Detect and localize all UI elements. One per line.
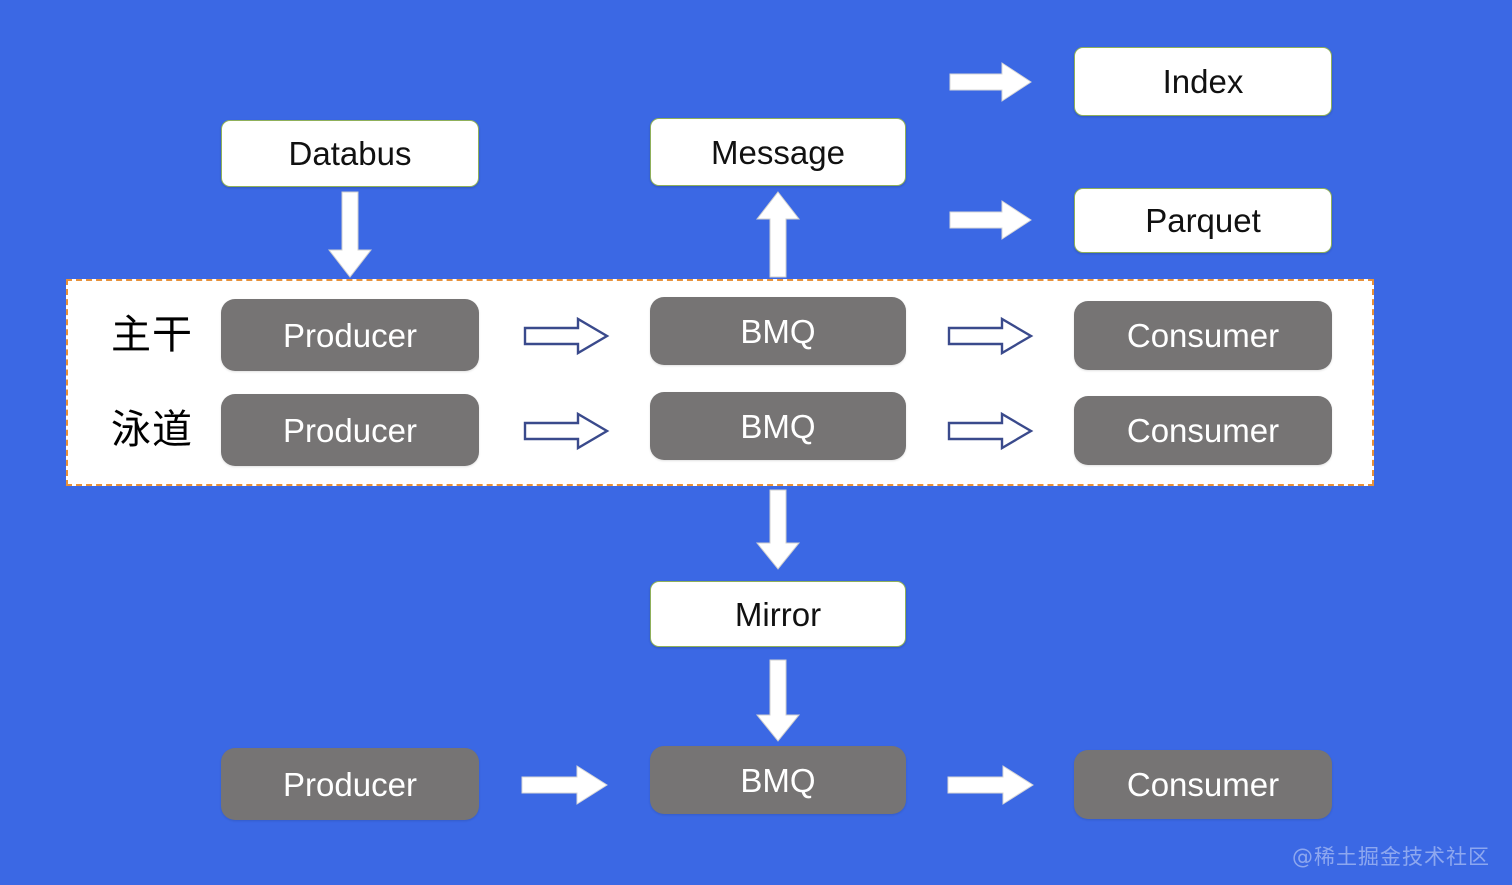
arrow-producer-to-bmq-bottom xyxy=(521,765,608,805)
node-producer-bottom-label: Producer xyxy=(283,765,417,803)
node-consumer-bottom[interactable]: Consumer xyxy=(1074,750,1332,819)
node-index-label: Index xyxy=(1162,63,1244,100)
node-bmq-bottom-label: BMQ xyxy=(740,761,816,799)
lane-label-swimlane-text: 泳道 xyxy=(111,407,193,453)
node-parquet[interactable]: Parquet xyxy=(1074,188,1332,253)
lane-label-trunk: 主干 xyxy=(110,313,194,357)
arrow-mirror-to-bmq-bottom xyxy=(755,659,801,742)
arrow-bmq-to-consumer-trunk xyxy=(947,316,1034,356)
watermark-text: @稀土掘金技术社区 xyxy=(1292,845,1490,869)
arrow-bmq-to-mirror xyxy=(755,489,801,570)
node-producer-lane[interactable]: Producer xyxy=(221,394,479,466)
node-consumer-lane-label: Consumer xyxy=(1126,412,1280,449)
node-producer-trunk[interactable]: Producer xyxy=(221,299,479,371)
arrow-message-to-index xyxy=(949,62,1032,102)
node-bmq-lane[interactable]: BMQ xyxy=(650,392,906,460)
node-bmq-lane-label: BMQ xyxy=(740,407,816,445)
node-consumer-trunk[interactable]: Consumer xyxy=(1074,301,1332,370)
node-index[interactable]: Index xyxy=(1074,47,1332,116)
node-parquet-label: Parquet xyxy=(1145,202,1261,239)
node-producer-lane-label: Producer xyxy=(283,411,417,449)
node-databus[interactable]: Databus xyxy=(221,120,479,187)
node-producer-trunk-label: Producer xyxy=(283,316,417,354)
node-consumer-lane[interactable]: Consumer xyxy=(1074,396,1332,465)
arrow-producer-to-bmq-trunk xyxy=(523,316,610,356)
node-mirror[interactable]: Mirror xyxy=(650,581,906,647)
node-bmq-trunk-label: BMQ xyxy=(740,312,816,350)
arrow-producer-to-bmq-lane xyxy=(523,411,610,451)
node-mirror-label: Mirror xyxy=(734,595,822,633)
node-databus-label: Databus xyxy=(288,135,412,172)
node-producer-bottom[interactable]: Producer xyxy=(221,748,479,820)
watermark: @稀土掘金技术社区 xyxy=(1292,841,1490,871)
arrow-databus-to-producer xyxy=(327,191,373,278)
arrow-bmq-to-consumer-bottom xyxy=(947,765,1034,805)
node-message-label: Message xyxy=(711,133,845,171)
node-bmq-trunk[interactable]: BMQ xyxy=(650,297,906,365)
node-bmq-bottom[interactable]: BMQ xyxy=(650,746,906,814)
arrow-bmq-to-message xyxy=(755,191,801,278)
lane-label-swimlane: 泳道 xyxy=(110,408,194,452)
lane-label-trunk-text: 主干 xyxy=(111,312,193,358)
arrow-bmq-to-consumer-lane xyxy=(947,411,1034,451)
node-consumer-bottom-label: Consumer xyxy=(1126,766,1280,803)
node-consumer-trunk-label: Consumer xyxy=(1126,317,1280,354)
node-message[interactable]: Message xyxy=(650,118,906,186)
arrow-message-to-parquet xyxy=(949,200,1032,240)
